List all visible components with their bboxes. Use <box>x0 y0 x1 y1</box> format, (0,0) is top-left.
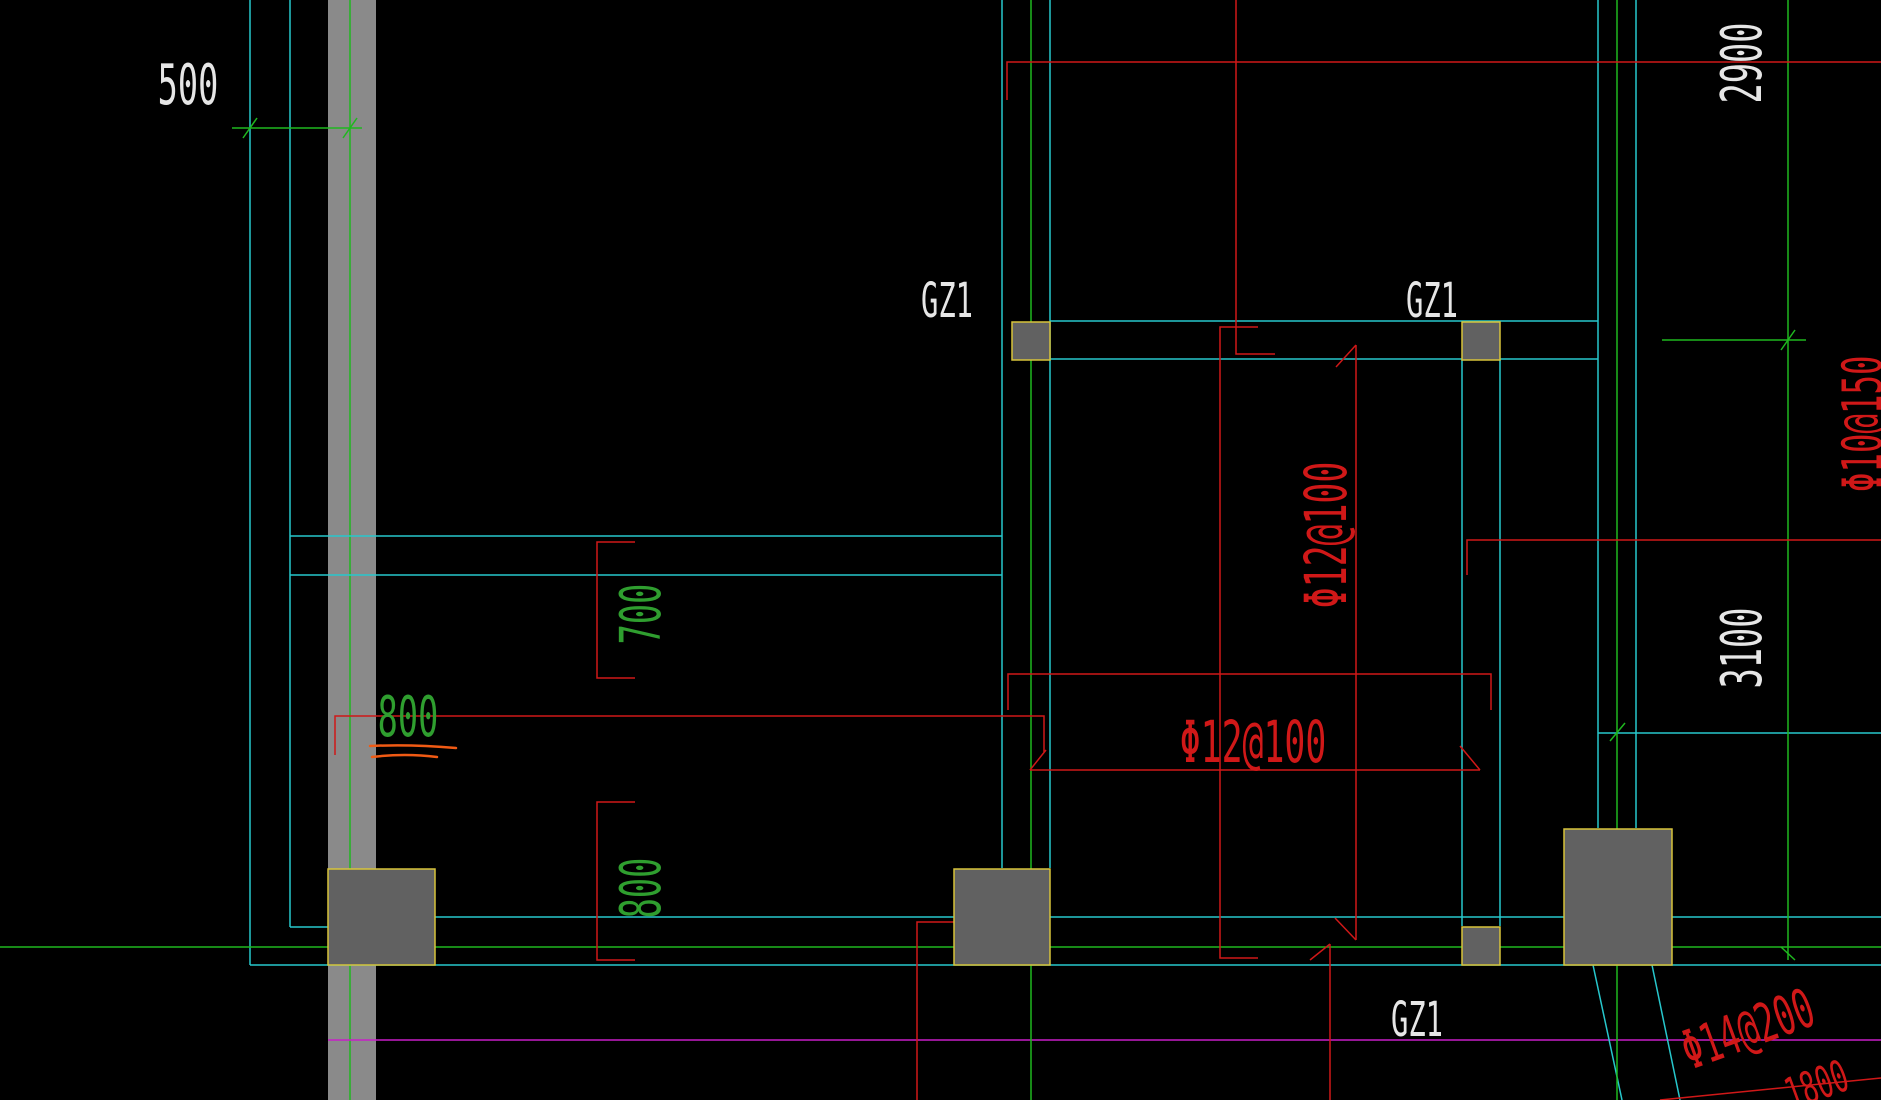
rebar-dim-tick <box>1309 943 1331 961</box>
dim-label-2900: 2900 <box>1709 23 1774 104</box>
large-columns <box>327 828 1673 966</box>
column-gz1-b <box>1461 321 1501 361</box>
rebar-dim-tick <box>1334 917 1357 941</box>
rebar-line <box>916 921 955 1100</box>
column-gz1-a <box>1011 321 1051 361</box>
white-labels: 500 GZ1 GZ1 GZ1 2900 3100 <box>158 23 1775 1049</box>
rebar-dim-tick <box>1335 344 1357 368</box>
rebar-dim-tick <box>1459 745 1481 771</box>
dim-tick <box>1780 946 1796 961</box>
green-labels: 800 700 800 <box>378 584 674 919</box>
dim-label-3100: 3100 <box>1709 608 1774 689</box>
dim-tick <box>1609 722 1626 742</box>
column-large-middle <box>953 868 1051 966</box>
rebar-line <box>1219 326 1258 959</box>
rebar-line <box>1659 1077 1881 1100</box>
rebar-line <box>334 715 1045 755</box>
dim-tick <box>1780 329 1796 351</box>
wall-line <box>1651 964 1681 1100</box>
column-large-left <box>327 868 436 966</box>
bracket-700 <box>596 541 635 679</box>
dim-tick <box>242 117 258 139</box>
rebar-line <box>1466 539 1881 575</box>
rebar-line <box>1006 61 1881 100</box>
column-gz1-c <box>1461 926 1501 966</box>
dim-label-800-vertical: 800 <box>608 858 673 919</box>
label-gz1-b: GZ1 <box>1406 273 1458 329</box>
annotation-stroke <box>368 744 458 750</box>
annotation-stroke <box>370 753 439 759</box>
rebar-label-right-edge: Φ10@150 <box>1832 355 1881 492</box>
rebar-label-vertical: Φ12@100 <box>1294 462 1361 609</box>
rebar-lines <box>334 0 1881 1100</box>
dim-label-800-top: 800 <box>378 684 439 749</box>
bracket-800 <box>596 801 635 961</box>
rebar-label-horizontal: Φ12@100 <box>1180 710 1327 777</box>
small-columns <box>1011 321 1501 966</box>
handwritten-annotation <box>368 744 458 759</box>
label-gz1-a: GZ1 <box>921 273 973 329</box>
dim-tick <box>342 117 358 139</box>
rebar-line <box>1007 673 1492 710</box>
rebar-dim-tick <box>1029 749 1047 771</box>
column-large-right <box>1563 828 1673 966</box>
rebar-line <box>1235 321 1275 355</box>
dim-label-500: 500 <box>158 52 219 117</box>
label-gz1-c: GZ1 <box>1391 992 1443 1048</box>
dim-label-700: 700 <box>608 584 673 645</box>
